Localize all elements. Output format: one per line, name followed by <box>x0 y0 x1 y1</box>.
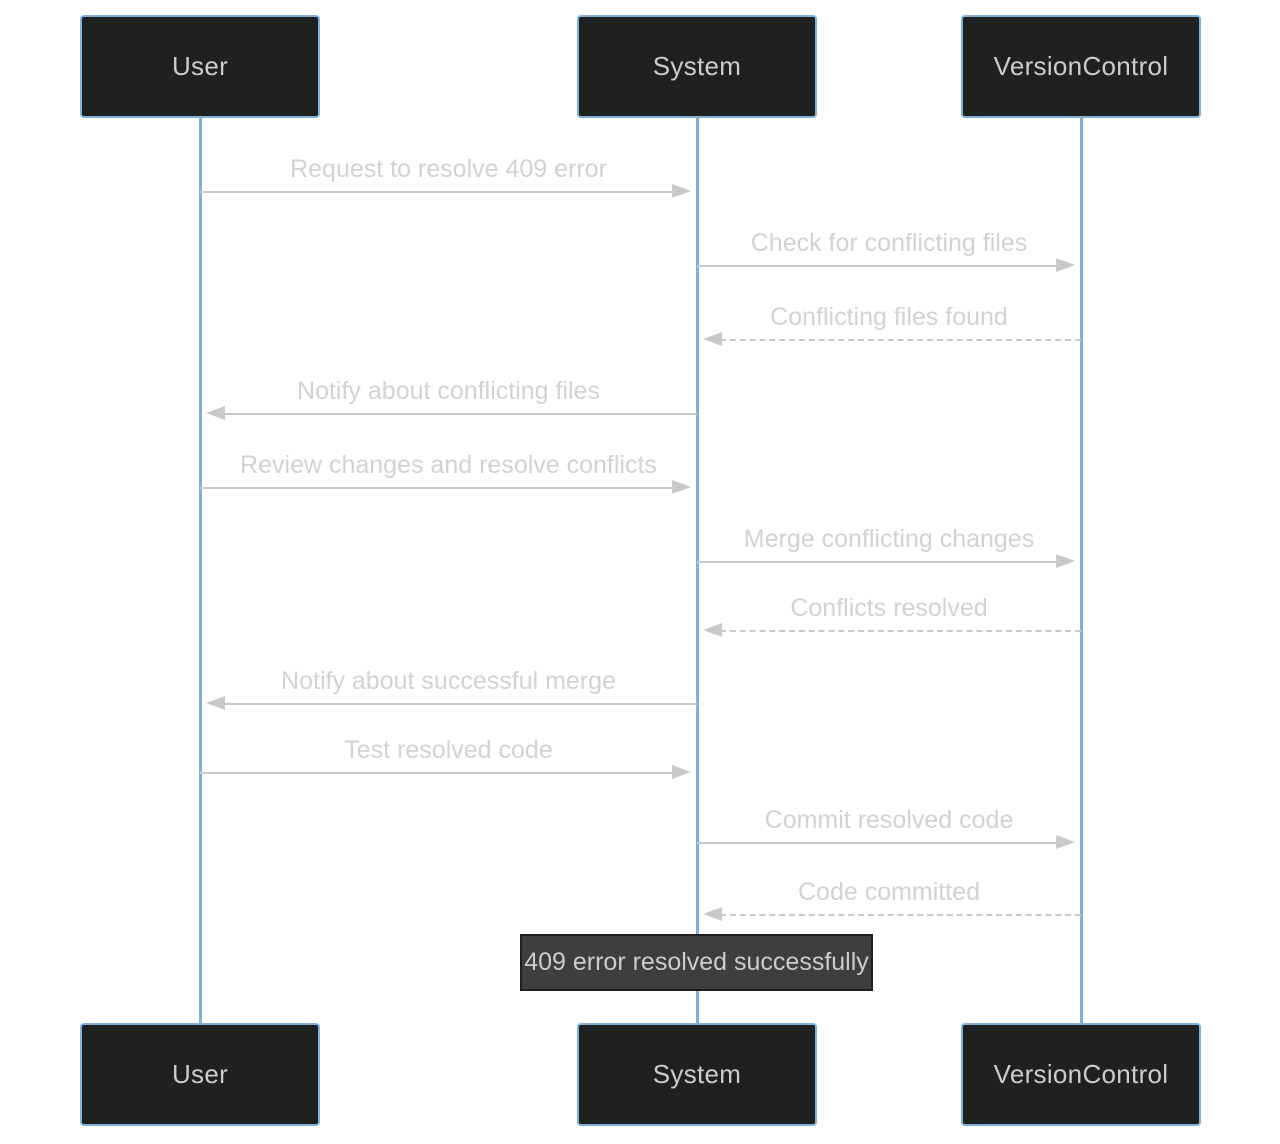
arrowhead-right-icon <box>672 184 691 198</box>
message-line <box>223 703 697 705</box>
message-label: Conflicting files found <box>770 303 1008 331</box>
lifeline-system <box>695 117 699 1024</box>
arrowhead-left-icon <box>703 907 722 921</box>
message-label: Code committed <box>797 878 981 906</box>
message-label: Review changes and resolve conflicts <box>240 451 657 479</box>
actor-box-system-bottom: System <box>577 1023 817 1126</box>
actor-label-user: User <box>171 51 229 81</box>
arrowhead-right-icon <box>1056 554 1075 568</box>
message-label: Notify about successful merge <box>281 667 616 695</box>
message-line <box>223 413 697 415</box>
actor-label-versioncontrol: VersionControl <box>993 51 1169 81</box>
message-label: Check for conflicting files <box>750 229 1028 257</box>
message-label: Commit resolved code <box>764 806 1014 834</box>
message-label: Conflicts resolved <box>790 594 988 622</box>
arrowhead-left-icon <box>206 406 225 420</box>
message-line <box>697 561 1058 563</box>
arrowhead-left-icon <box>703 332 722 346</box>
actor-box-user-top: User <box>80 15 320 118</box>
actor-label-user: User <box>171 1059 229 1089</box>
note-label: 409 error resolved successfully <box>524 948 869 976</box>
message-line <box>697 265 1058 267</box>
message-label: Notify about conflicting files <box>297 377 600 405</box>
arrowhead-right-icon <box>1056 835 1075 849</box>
message-label: Request to resolve 409 error <box>290 155 607 183</box>
message-line <box>200 191 674 193</box>
message-line <box>697 842 1058 844</box>
note-box: 409 error resolved successfully <box>520 934 873 991</box>
message-line <box>720 914 1081 916</box>
actor-label-system: System <box>652 1059 742 1089</box>
arrowhead-left-icon <box>206 696 225 710</box>
actor-box-versioncontrol-top: VersionControl <box>961 15 1201 118</box>
message-line <box>720 339 1081 341</box>
message-label: Test resolved code <box>344 736 553 764</box>
actor-box-system-top: System <box>577 15 817 118</box>
arrowhead-left-icon <box>703 623 722 637</box>
arrowhead-right-icon <box>1056 258 1075 272</box>
message-line <box>200 772 674 774</box>
message-line <box>200 487 674 489</box>
arrowhead-right-icon <box>672 765 691 779</box>
actor-box-user-bottom: User <box>80 1023 320 1126</box>
message-line <box>720 630 1081 632</box>
actor-box-versioncontrol-bottom: VersionControl <box>961 1023 1201 1126</box>
lifeline-versioncontrol <box>1079 117 1083 1024</box>
lifeline-user <box>198 117 202 1024</box>
actor-label-versioncontrol: VersionControl <box>993 1059 1169 1089</box>
message-label: Merge conflicting changes <box>743 525 1035 553</box>
actor-label-system: System <box>652 51 742 81</box>
arrowhead-right-icon <box>672 480 691 494</box>
